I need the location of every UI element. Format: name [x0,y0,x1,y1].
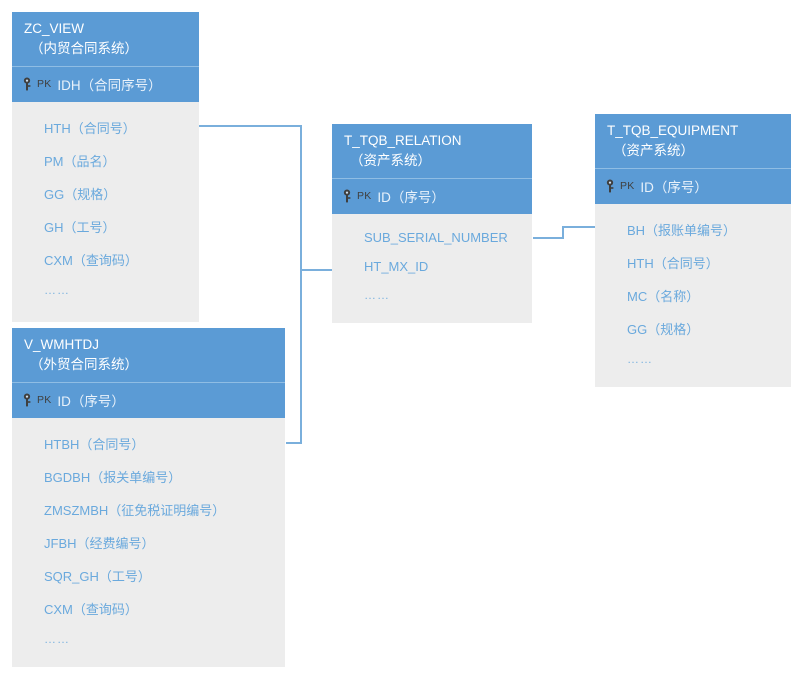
pk-tag: PK [37,78,52,91]
attribute-row-ellipsis: …… [364,288,390,303]
attribute-row[interactable]: HT_MX_ID [364,259,429,275]
entity-zc-view[interactable]: ZC_VIEW （内贸合同系统） PK IDH（合同序号） HTH（合同号） P… [12,12,199,323]
entity-header-t-tqb-equipment: T_TQB_EQUIPMENT （资产系统） [595,114,791,170]
attribute-row[interactable]: HTH（合同号） [44,121,136,137]
entity-name: T_TQB_RELATION [344,133,462,148]
entity-pk-row-t-tqb-equipment[interactable]: PK ID（序号） [595,169,791,205]
entity-header-v-wmhtdj: V_WMHTDJ （外贸合同系统） [12,328,285,384]
attribute-row[interactable]: BH（报账单编号） [627,223,737,239]
entity-header-zc-view: ZC_VIEW （内贸合同系统） [12,12,199,68]
entity-v-wmhtdj[interactable]: V_WMHTDJ （外贸合同系统） PK ID（序号） HTBH（合同号） BG… [12,328,285,668]
pk-field-name: ID（序号） [640,180,708,196]
connector-zc-view-to-relation [199,125,332,271]
attribute-row[interactable]: HTBH（合同号） [44,437,145,453]
pk-tag: PK [37,394,52,407]
entity-system: （外贸合同系统） [30,356,138,372]
key-icon [606,179,617,193]
entity-name: ZC_VIEW [24,21,85,36]
attribute-row[interactable]: GH（工号） [44,220,116,236]
attribute-row[interactable]: SUB_SERIAL_NUMBER [364,230,508,246]
key-icon [343,189,354,203]
entity-pk-row-v-wmhtdj[interactable]: PK ID（序号） [12,383,285,419]
attribute-row[interactable]: HTH（合同号） [627,256,719,272]
pk-tag: PK [620,180,635,193]
entity-pk-row-t-tqb-relation[interactable]: PK ID（序号） [332,179,532,215]
attribute-row[interactable]: CXM（查询码） [44,253,138,269]
attribute-list-t-tqb-relation: SUB_SERIAL_NUMBER HT_MX_ID …… [332,214,532,323]
entity-t-tqb-relation[interactable]: T_TQB_RELATION （资产系统） PK ID（序号） SUB_SERI… [332,124,532,324]
connector-relation-to-equipment [533,226,595,239]
attribute-row-ellipsis: …… [44,632,70,647]
entity-t-tqb-equipment[interactable]: T_TQB_EQUIPMENT （资产系统） PK ID（序号） BH（报账单编… [595,114,791,388]
entity-name: T_TQB_EQUIPMENT [607,123,739,138]
attribute-row[interactable]: BGDBH（报关单编号） [44,470,182,486]
entity-system: （资产系统） [350,152,431,168]
attribute-list-t-tqb-equipment: BH（报账单编号） HTH（合同号） MC（名称） GG（规格） …… [595,204,791,387]
attribute-row[interactable]: ZMSZMBH（征免税证明编号） [44,503,226,519]
entity-pk-row-zc-view[interactable]: PK IDH（合同序号） [12,67,199,103]
pk-field-name: ID（序号） [57,394,125,410]
attribute-list-zc-view: HTH（合同号） PM（品名） GG（规格） GH（工号） CXM（查询码） …… [12,102,199,322]
entity-header-t-tqb-relation: T_TQB_RELATION （资产系统） [332,124,532,180]
entity-name: V_WMHTDJ [24,337,99,352]
attribute-row-ellipsis: …… [44,283,70,298]
entity-system: （资产系统） [613,142,694,158]
attribute-row[interactable]: CXM（查询码） [44,602,138,618]
attribute-row[interactable]: PM（品名） [44,154,116,170]
attribute-row[interactable]: GG（规格） [627,322,700,338]
attribute-row-ellipsis: …… [627,352,653,367]
attribute-row[interactable]: JFBH（经费编号） [44,536,155,552]
pk-tag: PK [357,190,372,203]
connector-wmhtdj-to-relation [286,270,302,444]
attribute-row[interactable]: MC（名称） [627,289,700,305]
entity-system: （内贸合同系统） [30,40,138,56]
pk-field-name: ID（序号） [377,190,445,206]
attribute-row[interactable]: GG（规格） [44,187,117,203]
key-icon [23,77,34,91]
pk-field-name: IDH（合同序号） [57,78,162,94]
attribute-row[interactable]: SQR_GH（工号） [44,569,151,585]
attribute-list-v-wmhtdj: HTBH（合同号） BGDBH（报关单编号） ZMSZMBH（征免税证明编号） … [12,418,285,667]
key-icon [23,393,34,407]
